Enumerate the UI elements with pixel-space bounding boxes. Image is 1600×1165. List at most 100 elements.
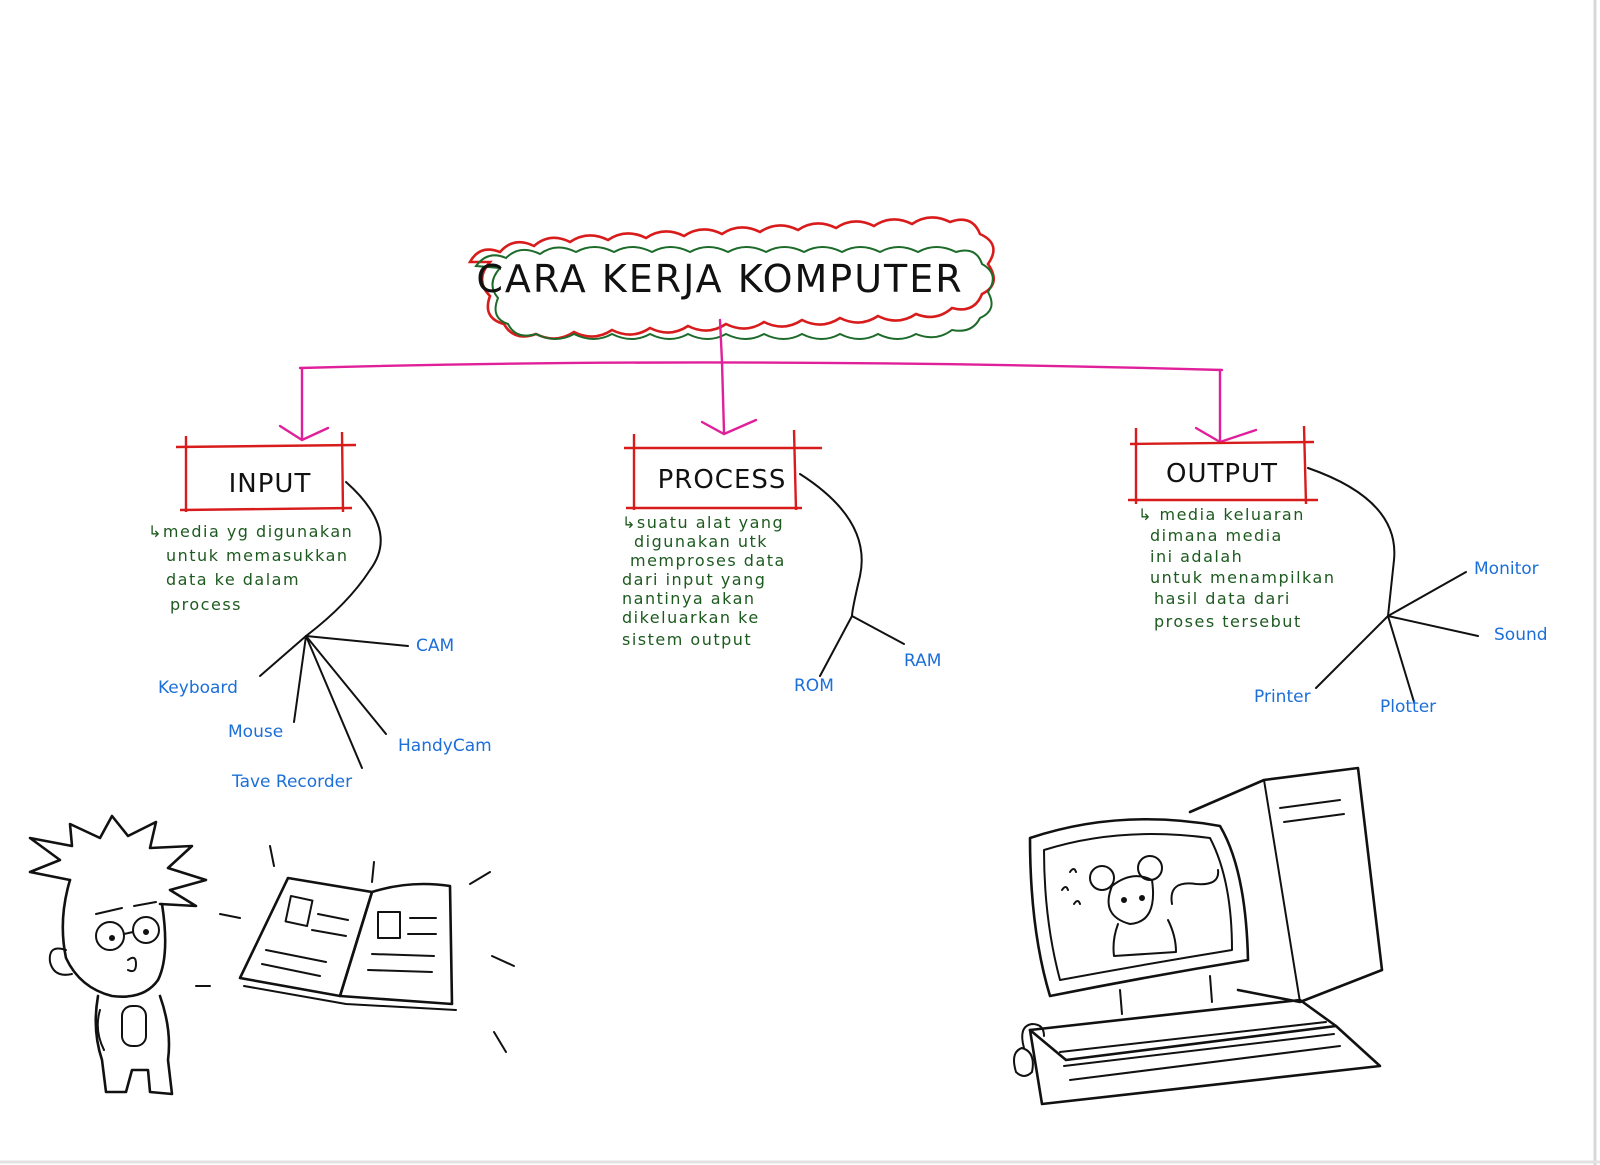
book-emphasis-strokes	[195, 845, 515, 1053]
leaf-mouse: Mouse	[228, 722, 283, 742]
computer-drive-slots	[1279, 799, 1345, 823]
book-left-page	[238, 876, 374, 998]
boy-hair	[28, 814, 208, 908]
computer-mouse-cable	[1021, 1023, 1045, 1049]
book-right-page	[338, 882, 454, 1006]
boy-glasses-right	[132, 916, 160, 944]
boy-eyebrow-left	[95, 907, 123, 915]
leaf-plotter: Plotter	[1380, 697, 1436, 717]
output-description: ↳ media keluaran dimana media ini adalah…	[1138, 505, 1342, 631]
leaf-keyboard: Keyboard	[158, 678, 238, 698]
process-desc-line-2: digunakan utk	[634, 532, 768, 551]
boy-mouth	[127, 956, 137, 973]
title-cloud: CARA KERJA KOMPUTER	[467, 216, 996, 340]
branch-sound	[1387, 615, 1479, 637]
node-process: PROCESS ↳suatu alat yang digunakan utk m…	[622, 429, 941, 696]
output-branches	[1315, 571, 1479, 703]
connector-trunk	[718, 318, 724, 364]
branch-rom	[819, 615, 853, 677]
process-branches	[819, 615, 905, 677]
computer-screen	[1043, 833, 1233, 981]
arrowhead-input	[278, 424, 330, 442]
input-box	[175, 431, 357, 513]
arrowhead-output	[1194, 426, 1258, 444]
node-input: INPUT ↳media yg digunakan untuk memasukk…	[148, 431, 492, 792]
computer-keyboard-keys	[1059, 1021, 1341, 1081]
boy-body	[94, 994, 174, 1096]
output-desc-line-3: ini adalah	[1150, 547, 1243, 566]
boy-eye-left	[109, 935, 115, 941]
computer-mouse	[1013, 1047, 1034, 1077]
process-curve	[799, 473, 863, 617]
connectors	[278, 318, 1258, 444]
mouse-character-eye-left	[1121, 897, 1127, 903]
mouse-character-head	[1107, 875, 1154, 925]
input-label: INPUT	[229, 469, 312, 499]
leaf-rom: ROM	[794, 676, 834, 696]
input-description: ↳media yg digunakan untuk memasukkan dat…	[148, 522, 360, 614]
process-desc-line-5: nantinya akan	[622, 589, 756, 608]
node-output: OUTPUT ↳ media keluaran dimana media ini…	[1128, 425, 1548, 717]
branch-ram	[851, 615, 905, 645]
leaf-monitor: Monitor	[1474, 559, 1539, 579]
boy-glasses-bridge	[123, 931, 134, 935]
leaf-handycam: HandyCam	[398, 736, 492, 756]
branch-plotter	[1387, 615, 1415, 703]
process-label: PROCESS	[658, 465, 787, 495]
book-text-lines	[261, 913, 437, 977]
computer-tower-edge	[1263, 779, 1301, 1003]
book-image-left	[284, 894, 314, 928]
input-desc-line-1: ↳media yg digunakan	[148, 522, 353, 541]
book-bottom-edge	[243, 985, 457, 1011]
output-box	[1128, 425, 1318, 505]
branch-keyboard	[259, 635, 307, 677]
mouse-character-body	[1112, 919, 1177, 957]
output-desc-line-1: ↳ media keluaran	[1138, 505, 1305, 524]
mouse-character-sweat	[1061, 868, 1081, 905]
boy-face	[61, 878, 167, 998]
process-desc-line-4: dari input yang	[622, 570, 766, 589]
boy-shirt-logo	[121, 1005, 147, 1047]
output-desc-line-2: dimana media	[1150, 526, 1283, 545]
leaf-cam: CAM	[416, 636, 454, 656]
boy-glasses-left	[95, 921, 125, 951]
diagram-title: CARA KERJA KOMPUTER	[476, 257, 963, 301]
book-image-right	[377, 911, 401, 939]
boy-ear	[48, 947, 73, 976]
connector-horizontal	[298, 361, 1224, 372]
computer-monitor-stand	[1119, 975, 1213, 1015]
output-desc-line-6: proses tersebut	[1154, 612, 1302, 631]
boy-arm	[96, 1009, 105, 1051]
output-label: OUTPUT	[1166, 459, 1278, 489]
mouse-character-ear-left	[1089, 865, 1115, 891]
process-desc-line-7: sistem output	[622, 630, 752, 649]
connector-to-process	[720, 360, 726, 434]
computer-monitor	[1028, 817, 1250, 998]
branch-printer	[1315, 615, 1389, 689]
cloud-outline-green	[474, 246, 994, 340]
computer-tower	[1188, 766, 1384, 1004]
computer-keyboard-base	[1028, 1024, 1382, 1106]
process-description: ↳suatu alat yang digunakan utk memproses…	[622, 513, 792, 649]
output-desc-line-5: hasil data dari	[1154, 589, 1291, 608]
process-desc-line-1: ↳suatu alat yang	[622, 513, 784, 532]
computer-with-mouse-character-icon	[1013, 766, 1384, 1106]
input-desc-line-4: process	[170, 595, 242, 614]
leaf-tave-recorder: Tave Recorder	[231, 772, 352, 792]
leaf-ram: RAM	[904, 651, 941, 671]
branch-tave-recorder	[305, 635, 363, 769]
boy-eyebrow-right	[133, 901, 157, 907]
process-box	[624, 429, 822, 511]
output-desc-line-4: untuk menampilkan	[1150, 568, 1335, 587]
leaf-printer: Printer	[1254, 687, 1311, 707]
input-branches	[259, 635, 409, 769]
branch-cam	[305, 635, 409, 647]
leaf-sound: Sound	[1494, 625, 1548, 645]
process-desc-line-3: memproses data	[630, 551, 786, 570]
boy-eye-right	[143, 929, 149, 935]
input-desc-line-3: data ke dalam	[166, 570, 300, 589]
input-curve	[305, 481, 382, 637]
output-curve	[1307, 467, 1396, 617]
